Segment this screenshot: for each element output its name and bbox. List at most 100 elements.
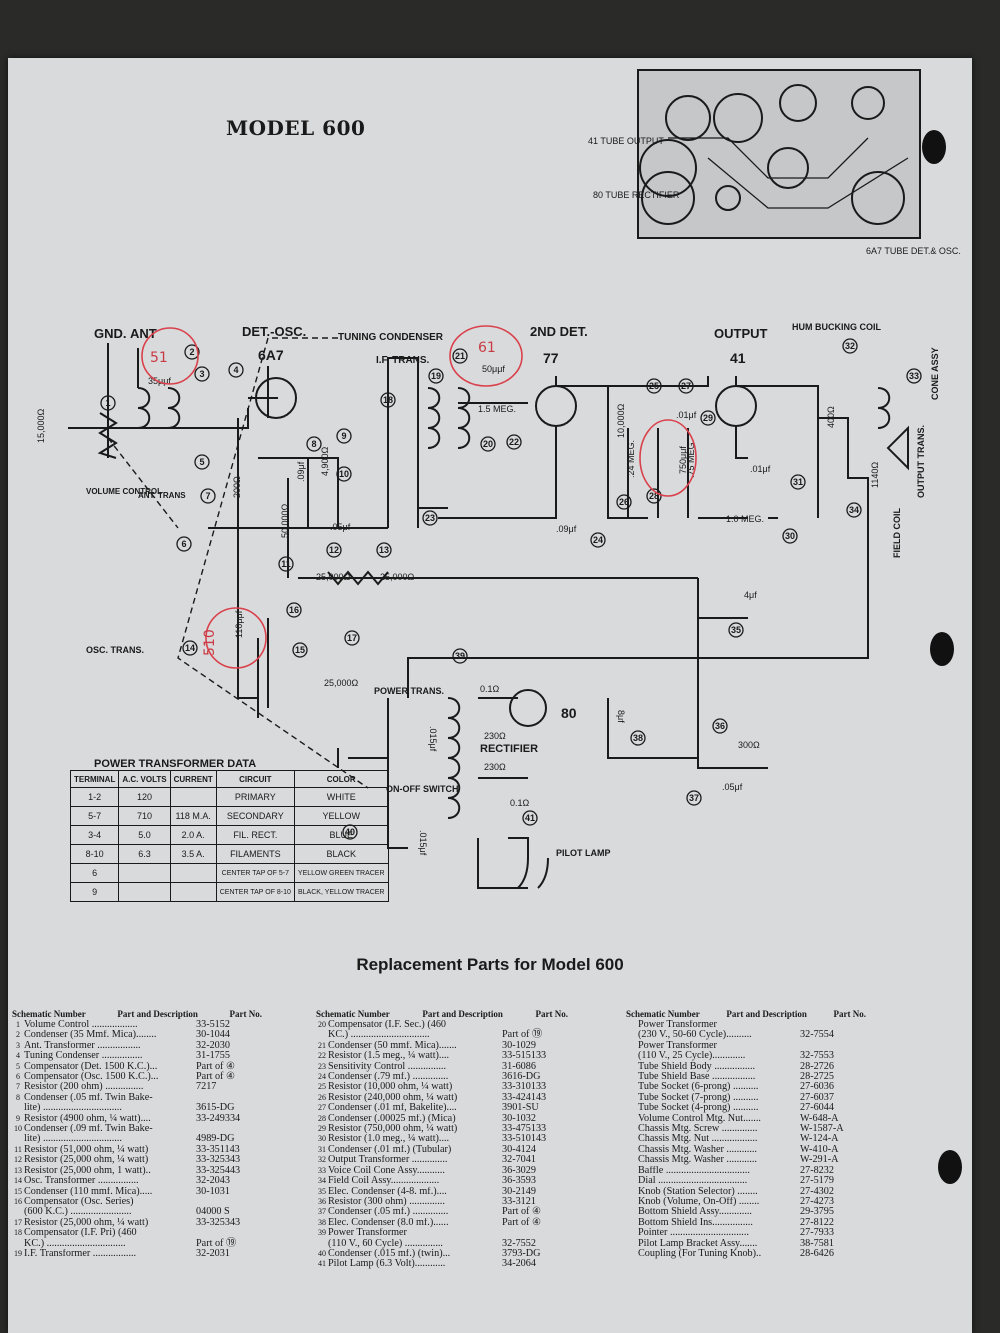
parts-column-1: Schematic Number Part and Description Pa…	[12, 1010, 262, 1259]
parts-part-number: 33-310133	[502, 1081, 547, 1093]
label-if-trans: I.F. TRANS.	[376, 355, 430, 366]
parts-number: 4	[16, 1051, 20, 1061]
value-230a: 230Ω	[484, 731, 506, 741]
parts-number: 39	[318, 1228, 326, 1238]
table-cell	[169, 863, 217, 883]
parts-description: Tube Socket (6-prong) ..........	[638, 1082, 759, 1093]
header-part: Part No.	[229, 1009, 263, 1019]
parts-part-number: 29-3795	[800, 1206, 834, 1218]
parts-header: Schematic Number Part and Description Pa…	[316, 1010, 568, 1019]
red-circle-3	[205, 607, 267, 669]
parts-number	[626, 1249, 638, 1259]
annotation-510: 510	[202, 629, 218, 656]
parts-description: Resistor (25,000 ohm, ¼ watt)	[24, 1217, 149, 1228]
parts-description: (110 V., 25 Cycle).............	[638, 1051, 746, 1062]
table-cell: FIL. RECT.	[215, 825, 295, 845]
parts-number: 35	[318, 1186, 326, 1196]
parts-description: Pilot Lamp (6.3 Volt)............	[328, 1259, 446, 1270]
table-cell: 9	[69, 882, 120, 902]
parts-number: 32	[318, 1155, 326, 1165]
parts-description: Resistor (4900 ohm, ¼ watt)....	[24, 1113, 151, 1124]
parts-number: 24	[318, 1072, 326, 1082]
header-schematic: Schematic Number	[12, 1009, 86, 1019]
value-c-015: .015μf	[428, 726, 438, 752]
table-cell: 3.5 A.	[169, 844, 217, 864]
parts-description: Bottom Shield Assy.............	[638, 1207, 752, 1218]
parts-number: 27	[318, 1103, 326, 1113]
parts-number	[12, 1207, 24, 1217]
parts-description: Tube Shield Base .................	[638, 1072, 756, 1083]
svg-text:10: 10	[339, 469, 349, 479]
value-0-1b: 0.1Ω	[510, 798, 530, 808]
power-table-title: POWER TRANSFORMER DATA	[94, 758, 257, 770]
parts-description: (110 V., 60 Cycle) ...............	[328, 1238, 443, 1249]
label-osc-trans: OSC. TRANS.	[86, 645, 144, 655]
table-row: 1-2 120 PRIMARY WHITE	[69, 787, 389, 807]
parts-number: 3	[16, 1040, 20, 1050]
parts-description: (600 K.C.) ........................	[24, 1207, 132, 1218]
label-ant-trans: ANT. TRANS	[138, 491, 186, 500]
svg-text:11: 11	[281, 559, 291, 569]
punch-hole-top	[922, 130, 946, 164]
parts-description: Resistor (1.5 meg., ¼ watt)....	[328, 1051, 450, 1062]
parts-description: Resistor (240,000 ohm, ¼ watt)	[328, 1092, 458, 1103]
parts-part-number: Part of ④	[196, 1071, 236, 1083]
parts-number: 2	[16, 1030, 20, 1040]
red-circle-2	[449, 325, 523, 387]
svg-text:21: 21	[455, 351, 465, 361]
parts-list-row: KC.) ............................... Part…	[12, 1237, 262, 1249]
parts-number: 30	[318, 1134, 326, 1144]
label-rectifier: RECTIFIER	[480, 743, 538, 755]
svg-text:6: 6	[181, 539, 186, 549]
parts-part-number: 30-2149	[502, 1185, 536, 1197]
svg-text:37: 37	[689, 793, 699, 803]
parts-description: KC.) ...............................	[24, 1238, 126, 1249]
parts-number	[626, 1051, 638, 1061]
parts-part-number: Part of ⑲	[196, 1237, 237, 1249]
parts-part-number: Part of ⑲	[502, 1029, 543, 1041]
parts-description: Knob (Station Selector) ........	[638, 1186, 758, 1197]
parts-part-number: 27-7933	[800, 1227, 834, 1239]
svg-text:24: 24	[593, 535, 603, 545]
parts-description: Tube Socket (7-prong) ..........	[638, 1092, 759, 1103]
svg-text:15: 15	[295, 645, 305, 655]
red-annotations: 51 61 510	[141, 325, 697, 669]
table-header: CURRENT	[169, 770, 217, 788]
svg-text:3: 3	[199, 369, 204, 379]
parts-part-number: 04000 S	[196, 1206, 230, 1218]
parts-description: Chassis Mtg. Washer ............	[638, 1155, 757, 1166]
parts-list-row: Pilot Lamp Bracket Assy.......38-7581	[626, 1237, 866, 1249]
parts-number	[626, 1218, 638, 1228]
callout-numbers: 1 2 3 4 5 6 7 8 9 10 11 12 13 14 15 16 1…	[100, 338, 922, 840]
parts-number: 23	[318, 1061, 326, 1071]
table-cell: YELLOW GREEN TRACER	[293, 863, 389, 883]
table-cell: YELLOW	[293, 806, 389, 826]
parts-number	[316, 1030, 328, 1040]
value-25000c: 25,000Ω	[324, 678, 359, 688]
parts-number: 10	[14, 1124, 22, 1134]
value-c-35: 35μμf	[148, 376, 171, 386]
label-2nd-det: 2ND DET.	[530, 324, 588, 339]
parts-number	[626, 1062, 638, 1072]
parts-description: I.F. Transformer .................	[24, 1248, 137, 1259]
parts-part-number: 38-7581	[800, 1237, 834, 1249]
parts-description: Chassis Mtg. Washer ............	[638, 1144, 757, 1155]
value-c-05b: .05μf	[722, 782, 743, 792]
table-cell: BLACK, YELLOW TRACER	[293, 882, 389, 902]
chassis-layout-diagram: 41 TUBE OUTPUT 80 TUBE RECTIFIER 6A7 TUB…	[588, 69, 961, 256]
table-cell: 1-2	[69, 787, 120, 807]
value-0-1a: 0.1Ω	[480, 684, 500, 694]
label-volume-control: VOLUME CONTROL	[86, 487, 162, 496]
label-power-trans: POWER TRANS.	[374, 686, 444, 696]
table-header: A.C. VOLTS	[118, 770, 171, 788]
parts-description: Osc. Transformer ................	[24, 1176, 139, 1187]
svg-text:16: 16	[289, 605, 299, 615]
parts-part-number: W-410-A	[800, 1143, 839, 1155]
parts-part-number: 4989-DG	[196, 1133, 235, 1145]
parts-part-number: 30-1032	[502, 1112, 536, 1124]
parts-part-number	[196, 1228, 262, 1238]
